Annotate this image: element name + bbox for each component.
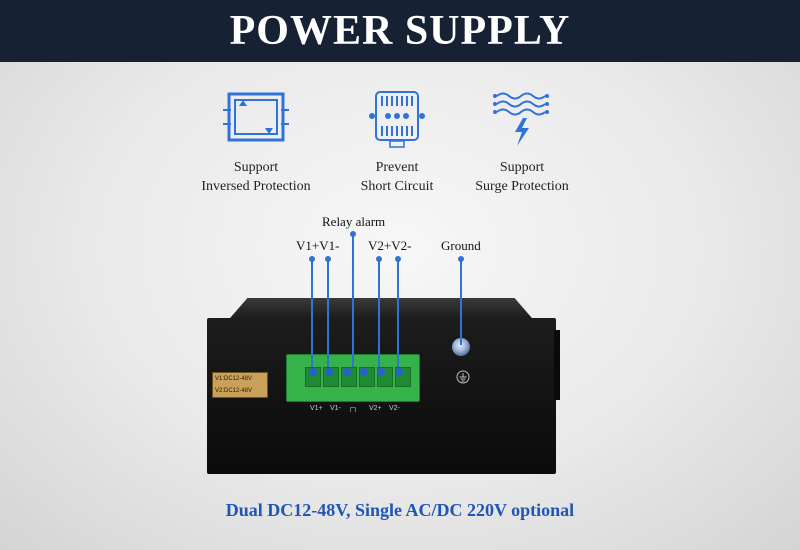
- v1-label: V1+V1-: [296, 238, 340, 253]
- v2-minus-callout-dot: [395, 256, 401, 262]
- power-spec-sticker: V1:DC12-48V V2:DC12-48V: [212, 372, 268, 398]
- ground-callout-dot: [458, 256, 464, 262]
- relay-alarm-label: Relay alarm: [322, 214, 386, 229]
- terminal-label: V2+: [369, 405, 382, 412]
- feature-line2: Short Circuit: [360, 179, 434, 194]
- relay-callout-line: [352, 234, 354, 367]
- terminal-label: V2-: [389, 405, 400, 412]
- spec-line2: V2:DC12-48V: [215, 388, 253, 394]
- terminal-screw: [325, 368, 333, 376]
- spec-line1: V1:DC12-48V: [215, 376, 253, 382]
- feature-line2: Inversed Protection: [201, 179, 311, 194]
- feature-inversed-protection: Support Inversed Protection: [176, 88, 336, 196]
- v1-plus-callout-line: [311, 259, 313, 367]
- ground-label: Ground: [441, 238, 481, 253]
- reverse-polarity-circuit-icon: [223, 92, 289, 142]
- terminal-screw: [360, 368, 368, 376]
- relay-callout-dot: [350, 231, 356, 237]
- terminal-screw: [343, 368, 351, 376]
- feature-short-circuit: Prevent Short Circuit: [317, 88, 477, 196]
- device-top-edge: [228, 298, 534, 320]
- terminal-label: V1+: [310, 405, 323, 412]
- din-rail-clip: [554, 330, 560, 400]
- surge-lightning-icon: [493, 92, 549, 146]
- v1-minus-callout-line: [327, 259, 329, 367]
- title-banner: POWER SUPPLY: [0, 0, 800, 62]
- feature-line1: Support: [233, 160, 279, 175]
- v2-minus-callout-line: [397, 259, 399, 367]
- terminal-label: V1-: [330, 405, 341, 412]
- power-options-caption: Dual DC12-48V, Single AC/DC 220V optiona…: [225, 500, 575, 520]
- terminal-screw: [309, 368, 317, 376]
- feature-line2: Surge Protection: [475, 179, 569, 194]
- chip-short-circuit-icon: [369, 91, 425, 148]
- v1-plus-callout-dot: [309, 256, 315, 262]
- v1-minus-callout-dot: [325, 256, 331, 262]
- terminal-screw: [395, 368, 403, 376]
- page-title: POWER SUPPLY: [229, 8, 571, 54]
- v2-plus-callout-dot: [376, 256, 382, 262]
- terminal-screw: [377, 368, 385, 376]
- v2-plus-callout-line: [378, 259, 380, 367]
- ground-screw: [452, 338, 470, 356]
- feature-line1: Prevent: [375, 160, 419, 175]
- ground-callout-line: [460, 259, 462, 345]
- terminal-label: ┌┐: [348, 405, 358, 412]
- ground-symbol-icon: [456, 370, 470, 384]
- feature-line1: Support: [499, 160, 545, 175]
- feature-surge-protection: Support Surge Protection: [442, 88, 602, 196]
- v2-label: V2+V2-: [368, 238, 412, 253]
